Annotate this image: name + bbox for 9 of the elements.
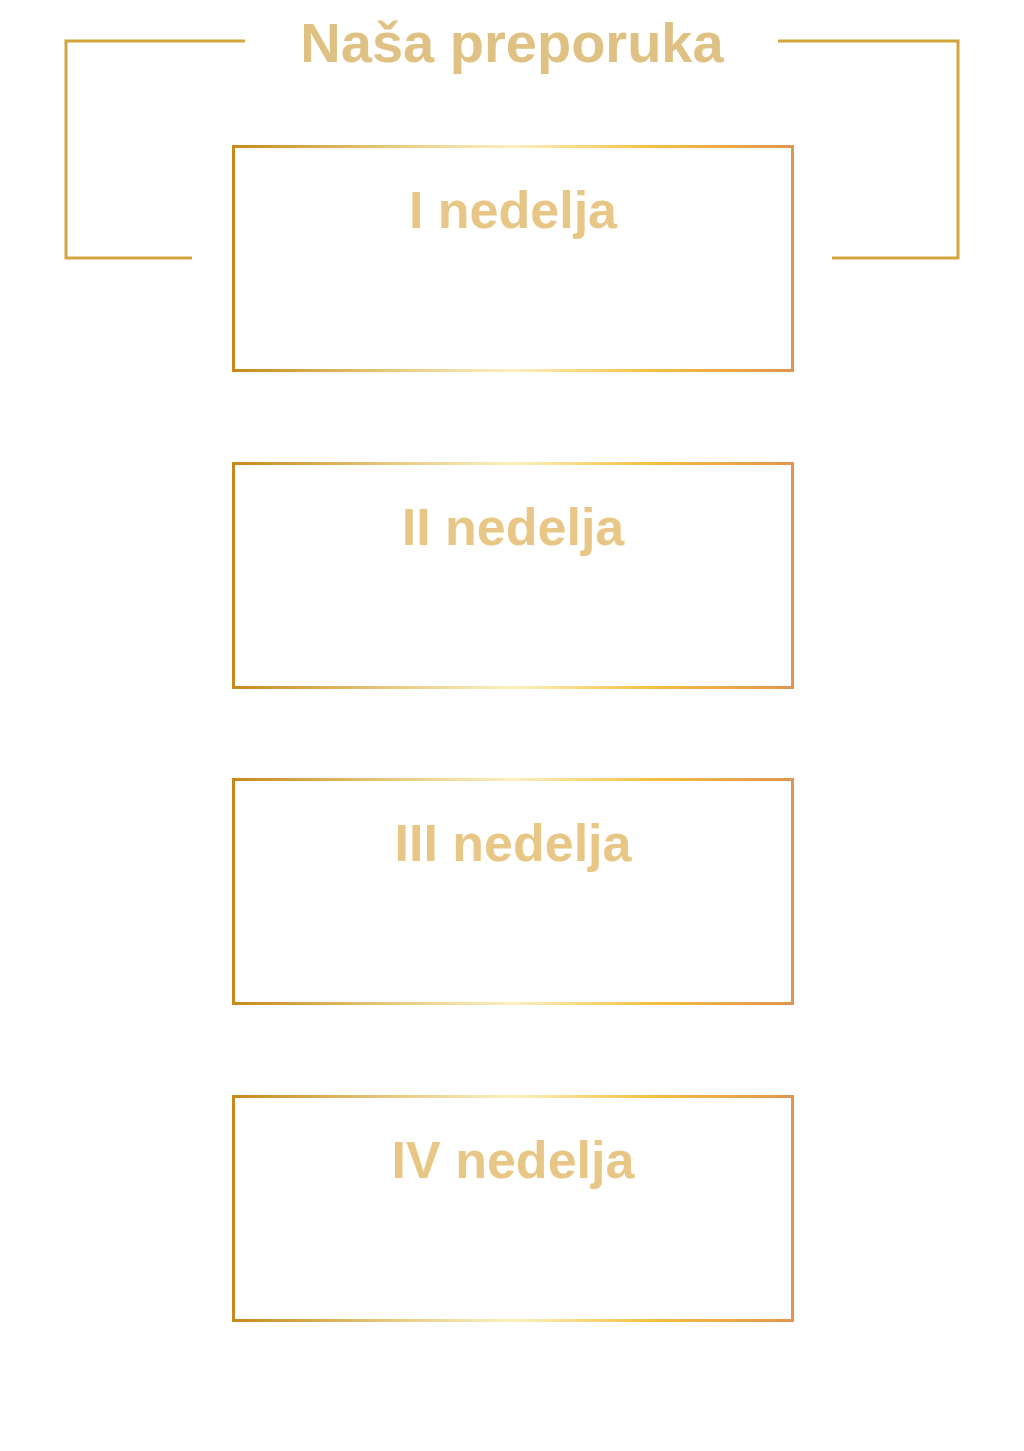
week-heading: II nedelja (400, 497, 626, 558)
week-box (232, 1095, 794, 1322)
week-heading: III nedelja (393, 813, 633, 874)
week-heading: IV nedelja (390, 1130, 636, 1191)
title: Naša preporuka (299, 10, 725, 76)
week-box (232, 462, 794, 689)
week-box (232, 778, 794, 1005)
week-box (232, 145, 794, 372)
week-heading: I nedelja (407, 180, 619, 241)
